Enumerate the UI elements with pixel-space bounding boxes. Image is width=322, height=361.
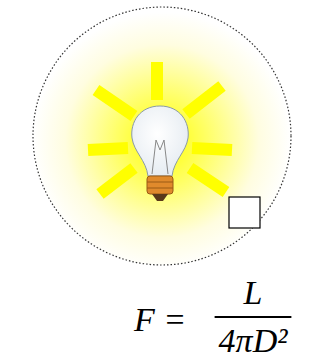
unit-area xyxy=(229,197,260,228)
flux-sphere xyxy=(33,7,291,265)
fraction-bar xyxy=(215,316,292,318)
formula-numerator: L xyxy=(244,276,263,310)
formula-denominator: 4πD² xyxy=(219,324,288,358)
formula-lhs: F = xyxy=(134,303,186,337)
light-rays xyxy=(88,62,232,194)
light-bulb xyxy=(132,106,189,201)
